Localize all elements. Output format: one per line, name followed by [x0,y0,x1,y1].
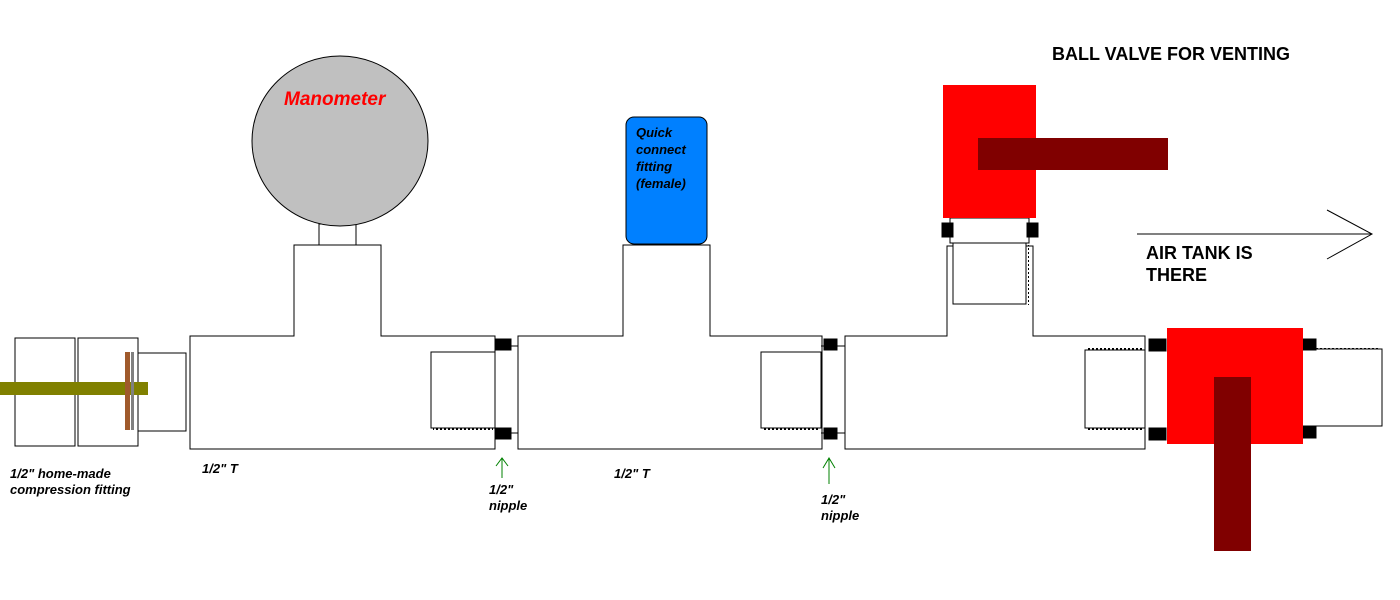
tee-1-label: 1/2" T [202,461,238,476]
compression-fitting-label: 1/2" home-made compression fitting [10,466,131,497]
nipple-1-arrow [495,457,509,478]
main-ball-valve [1167,328,1303,551]
vent-nipple [941,217,1039,305]
nipple-1-label: 1/2" nipple [489,482,528,513]
manometer-label: Manometer [284,89,386,110]
air-tank-arrow [1137,209,1374,260]
nipple-2-arrow [822,457,836,484]
ball-valve-label: BALL VALVE FOR VENTING [1052,44,1291,64]
tee-2-label: 1/2" T [614,466,650,481]
tank-nipple [1301,338,1383,439]
air-tank-label: AIR TANK IS THERE [1146,243,1253,285]
rod [0,352,148,430]
tee-1 [189,244,496,450]
nipple-2-label: 1/2" nipple [821,492,860,523]
compression-fitting [14,337,187,447]
manometer [251,55,429,246]
nipple-3 [1084,338,1167,441]
vent-ball-valve [943,85,1168,218]
quick-connect-label: Quick connect fitting (female) [636,125,686,191]
tee-3 [844,245,1146,450]
tee-2 [517,244,823,450]
quick-connect-fitting [625,116,708,245]
